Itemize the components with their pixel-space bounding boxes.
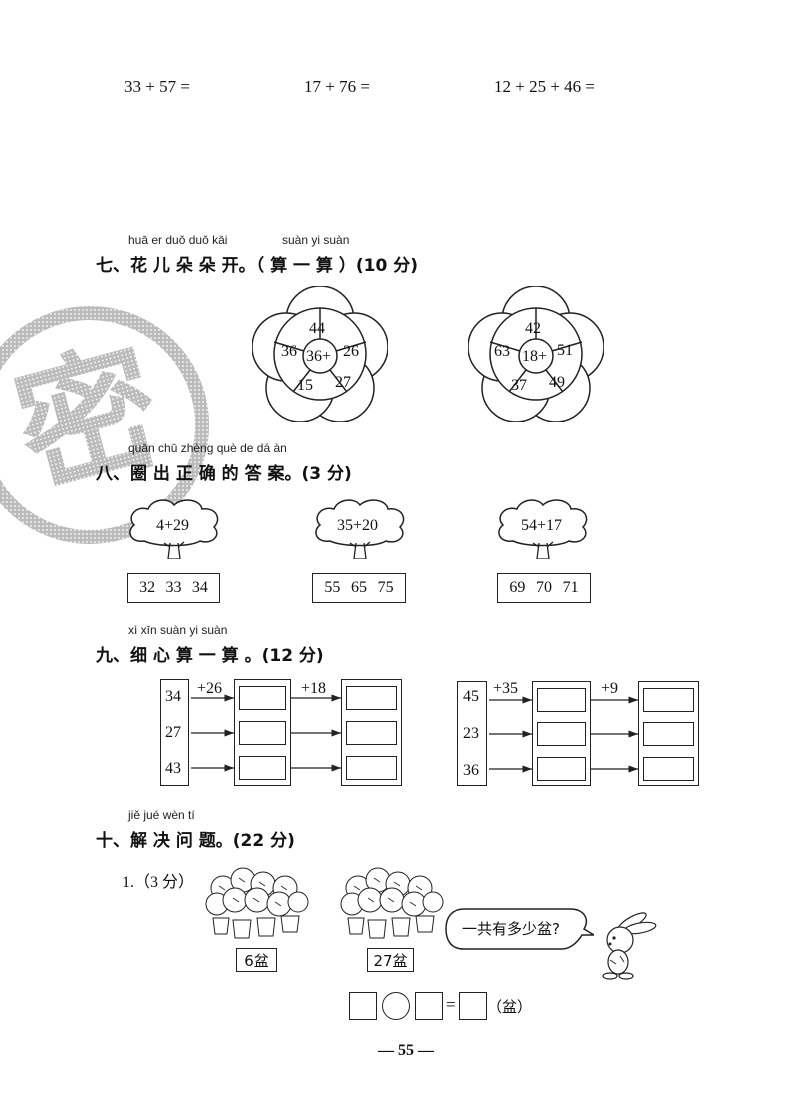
flower2-petal-top: 42 xyxy=(525,320,541,337)
option[interactable]: 33 xyxy=(165,579,182,596)
chain2-mid-answer-box[interactable] xyxy=(537,688,586,712)
flower2-petal-bottom-right: 49 xyxy=(549,374,565,391)
flower2-petal-left: 63 xyxy=(494,343,510,360)
equals-sign: = xyxy=(446,995,456,1014)
page-number: — 55 — xyxy=(378,1042,434,1059)
section10-pinyin: jiě jué wèn tí xyxy=(128,808,195,822)
section8-pinyin: quān chū zhèng què de dá àn xyxy=(128,441,287,455)
chain1-input: 34 xyxy=(165,688,181,705)
chain1-mid-answer-box[interactable] xyxy=(239,686,286,710)
option[interactable]: 75 xyxy=(377,579,394,596)
section7-title: 七、花 儿 朵 朵 开。（ 算 一 算 ）(10 分) xyxy=(96,256,418,276)
flower2-petal-bottom-left: 37 xyxy=(511,377,527,394)
tree-2 xyxy=(315,499,405,559)
operator-circle[interactable] xyxy=(382,992,410,1020)
chain1-arrows xyxy=(191,694,341,772)
option[interactable]: 70 xyxy=(535,579,552,596)
chain1-end-answer-box[interactable] xyxy=(346,721,397,745)
options-box-1: 32 33 34 xyxy=(127,573,220,603)
tree2-expression: 35+20 xyxy=(337,517,379,534)
chain1-op1: +26 xyxy=(197,680,223,697)
chain1-end-answer-box[interactable] xyxy=(346,686,397,710)
secret-stamp-watermark: 密 xyxy=(0,300,215,550)
pot-count-label-1: 6盆 xyxy=(236,948,277,972)
chain1-mid-answer-box[interactable] xyxy=(239,721,286,745)
chain1-mid-answer-box[interactable] xyxy=(239,756,286,780)
flower1-petal-top: 44 xyxy=(309,320,325,337)
chain2-op2: +9 xyxy=(601,680,619,697)
chain2-end-answer-box[interactable] xyxy=(643,757,694,781)
flower-pots-illustration-2 xyxy=(340,867,444,939)
flower1-petal-right: 26 xyxy=(343,343,359,360)
section10-title: 十、解 决 问 题。(22 分) xyxy=(96,831,295,851)
chain2-mid-column xyxy=(532,681,591,786)
chain2-arrows xyxy=(489,696,638,773)
options-box-3: 69 70 71 xyxy=(497,573,591,603)
speech-bubble-text: 一共有多少盆? xyxy=(462,920,560,938)
answer-box-2[interactable] xyxy=(415,992,443,1020)
chain2-input: 23 xyxy=(463,725,479,742)
flower2-center: 18+ xyxy=(522,348,548,365)
chain2-input: 36 xyxy=(463,762,479,779)
chain2-mid-answer-box[interactable] xyxy=(537,757,586,781)
flower-2 xyxy=(468,286,604,422)
flower1-petal-left: 36 xyxy=(281,343,297,360)
option[interactable]: 55 xyxy=(324,579,341,596)
option[interactable]: 34 xyxy=(191,579,208,596)
equation-3: 12 + 25 + 46 = xyxy=(494,77,596,96)
chain2-op1: +35 xyxy=(493,680,519,697)
flower1-petal-bottom-left: 15 xyxy=(297,377,313,394)
chain2-end-answer-box[interactable] xyxy=(643,722,694,746)
option[interactable]: 71 xyxy=(562,579,579,596)
chain2-end-answer-box[interactable] xyxy=(643,688,694,712)
chain1-input: 27 xyxy=(165,724,181,741)
section9-title: 九、细 心 算 一 算 。(12 分) xyxy=(96,646,324,666)
pot-count-label-2: 27盆 xyxy=(367,948,414,972)
speech-bubble xyxy=(445,908,594,950)
chain1-input-column xyxy=(160,679,189,786)
option[interactable]: 32 xyxy=(139,579,156,596)
rabbit-icon xyxy=(602,912,657,980)
flower2-petal-right: 51 xyxy=(557,342,573,359)
flower-1 xyxy=(252,286,388,422)
section9-pinyin: xì xīn suàn yi suàn xyxy=(128,623,228,637)
flower1-petal-bottom-right: 27 xyxy=(335,374,351,391)
chain2-input-column xyxy=(457,681,487,786)
chain2-input: 45 xyxy=(463,688,479,705)
equation-2: 17 + 76 = xyxy=(304,77,370,96)
tree1-expression: 4+29 xyxy=(156,517,190,534)
option[interactable]: 65 xyxy=(350,579,367,596)
chain1-end-column xyxy=(341,679,402,786)
chain2-end-column xyxy=(638,681,699,786)
chain2-mid-answer-box[interactable] xyxy=(537,722,586,746)
tree-1 xyxy=(129,499,219,559)
answer-box-1[interactable] xyxy=(349,992,377,1020)
answer-box-result[interactable] xyxy=(459,992,487,1020)
flower-pots-illustration-1 xyxy=(205,867,309,939)
tree3-expression: 54+17 xyxy=(521,517,563,534)
tree-3 xyxy=(498,499,588,559)
options-box-2: 55 65 75 xyxy=(312,573,406,603)
chain1-op2: +18 xyxy=(301,680,327,697)
equation-1: 33 + 57 = xyxy=(124,77,190,96)
stamp-character: 密 xyxy=(0,324,177,518)
flower1-center: 36+ xyxy=(306,348,332,365)
chain1-end-answer-box[interactable] xyxy=(346,756,397,780)
question-1-label: 1.（3 分） xyxy=(122,874,195,891)
section7-pinyin-a: huā er duǒ duǒ kāi xyxy=(128,233,228,247)
unit-label: （盆） xyxy=(487,998,533,1016)
chain1-input: 43 xyxy=(165,760,181,777)
section8-title: 八、圈 出 正 确 的 答 案。(3 分) xyxy=(96,464,352,484)
chain1-mid-column xyxy=(234,679,291,786)
option[interactable]: 69 xyxy=(509,579,526,596)
section7-pinyin-b: suàn yi suàn xyxy=(282,233,350,247)
